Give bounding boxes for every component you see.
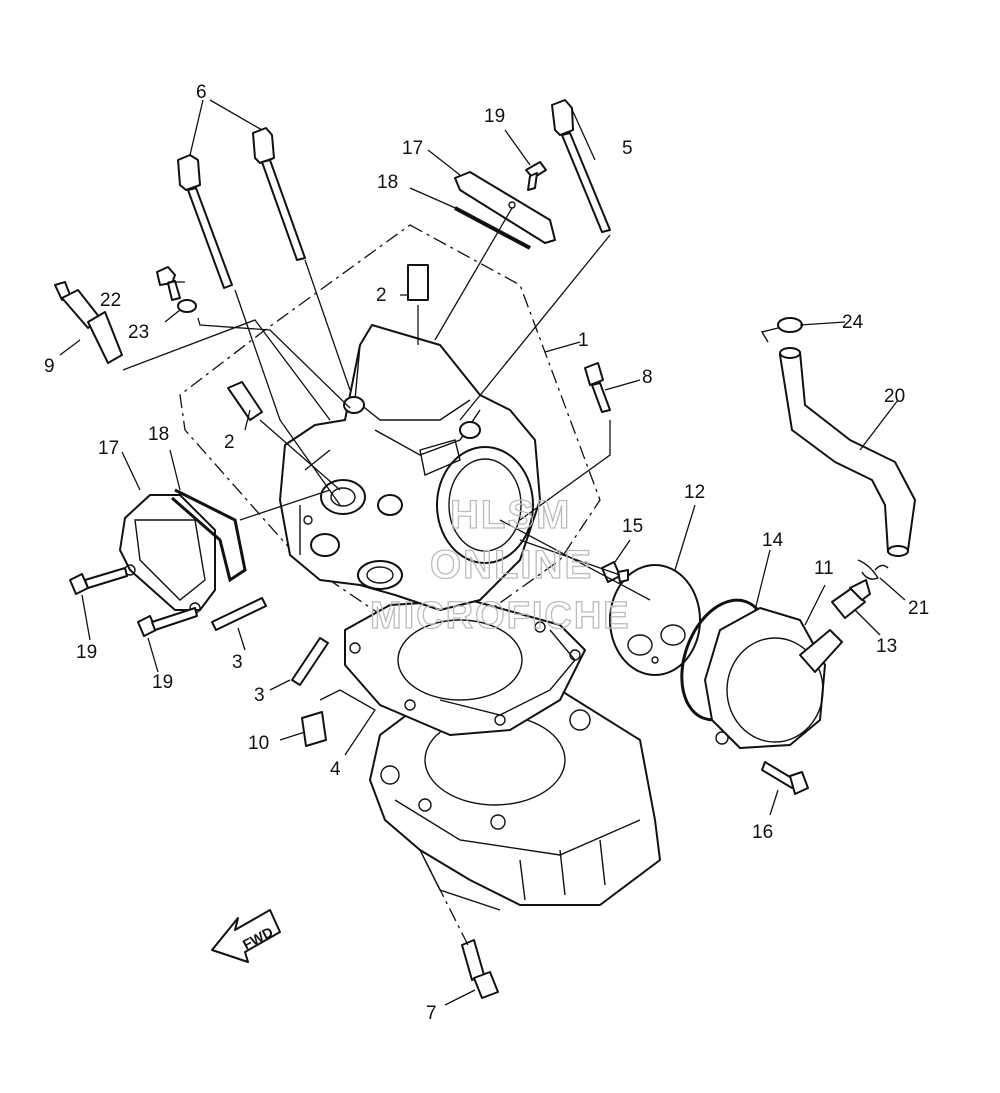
head-gasket: [344, 599, 586, 736]
callout-7: 7: [426, 1003, 437, 1024]
fwd-direction-arrow: FWD: [211, 909, 281, 963]
clip-24: [760, 317, 803, 343]
bolt-7: [461, 939, 499, 999]
callout-19-left-a: 19: [76, 642, 97, 663]
top-cover-plate: [454, 171, 556, 250]
watermark-line2: ONLINE: [430, 543, 593, 587]
bolt-16: [761, 761, 809, 795]
valve-cover-left: [119, 488, 247, 614]
callout-21: 21: [908, 598, 929, 619]
bolt-15: [601, 561, 629, 583]
callout-5: 5: [622, 138, 633, 159]
hose-20: [779, 347, 916, 557]
bolt-19-top: [525, 161, 547, 191]
cylinder-head: [279, 324, 541, 611]
dowel-pins: [211, 264, 429, 747]
insulator-plate-12: [609, 564, 701, 676]
watermark-line3: MICROFICHE: [370, 595, 631, 637]
cylinder-block: [369, 689, 661, 911]
callout-15: 15: [622, 516, 643, 537]
callout-8: 8: [642, 367, 653, 388]
callout-19-top: 19: [484, 106, 505, 127]
spark-plug: [54, 281, 123, 364]
callout-2-top: 2: [376, 285, 387, 306]
head-bolt-5: [551, 99, 611, 233]
watermark: HLSM ONLINE MICROFICHE: [369, 492, 631, 637]
callout-12: 12: [684, 482, 705, 503]
joint-11: [704, 607, 843, 749]
clip-21: [857, 559, 889, 580]
watermark-line1: HLSM: [450, 493, 571, 537]
callout-18-left: 18: [148, 424, 169, 445]
callout-13: 13: [876, 636, 897, 657]
head-bolts-6: [177, 127, 306, 289]
bolt-19-left: [69, 567, 198, 637]
callout-1: 1: [578, 330, 589, 351]
callout-23: 23: [128, 322, 149, 343]
fitting-13: [831, 579, 871, 619]
callout-10: 10: [248, 733, 269, 754]
callout-20: 20: [884, 386, 905, 407]
callout-17-left: 17: [98, 438, 119, 459]
callout-11: 11: [814, 558, 834, 579]
bolt-22: [156, 266, 197, 313]
callout-3-upper: 3: [232, 652, 243, 673]
callout-14: 14: [762, 530, 784, 551]
callout-16: 16: [752, 822, 773, 843]
leader-lines: [59, 99, 906, 1006]
callout-24: 24: [842, 312, 864, 333]
callout-2-left: 2: [224, 432, 235, 453]
callout-labels: 6 19 17 18 5 2 1 8 22 23 9 2 18 17 19 19…: [44, 82, 929, 1024]
callout-6: 6: [196, 82, 207, 103]
callout-19-left-b: 19: [152, 672, 173, 693]
callout-18-top: 18: [377, 172, 398, 193]
bolt-8: [584, 362, 611, 413]
callout-4: 4: [330, 759, 341, 780]
callout-3-lower: 3: [254, 685, 265, 706]
callout-22: 22: [100, 290, 121, 311]
callout-17-top: 17: [402, 138, 423, 159]
callout-9: 9: [44, 356, 55, 377]
